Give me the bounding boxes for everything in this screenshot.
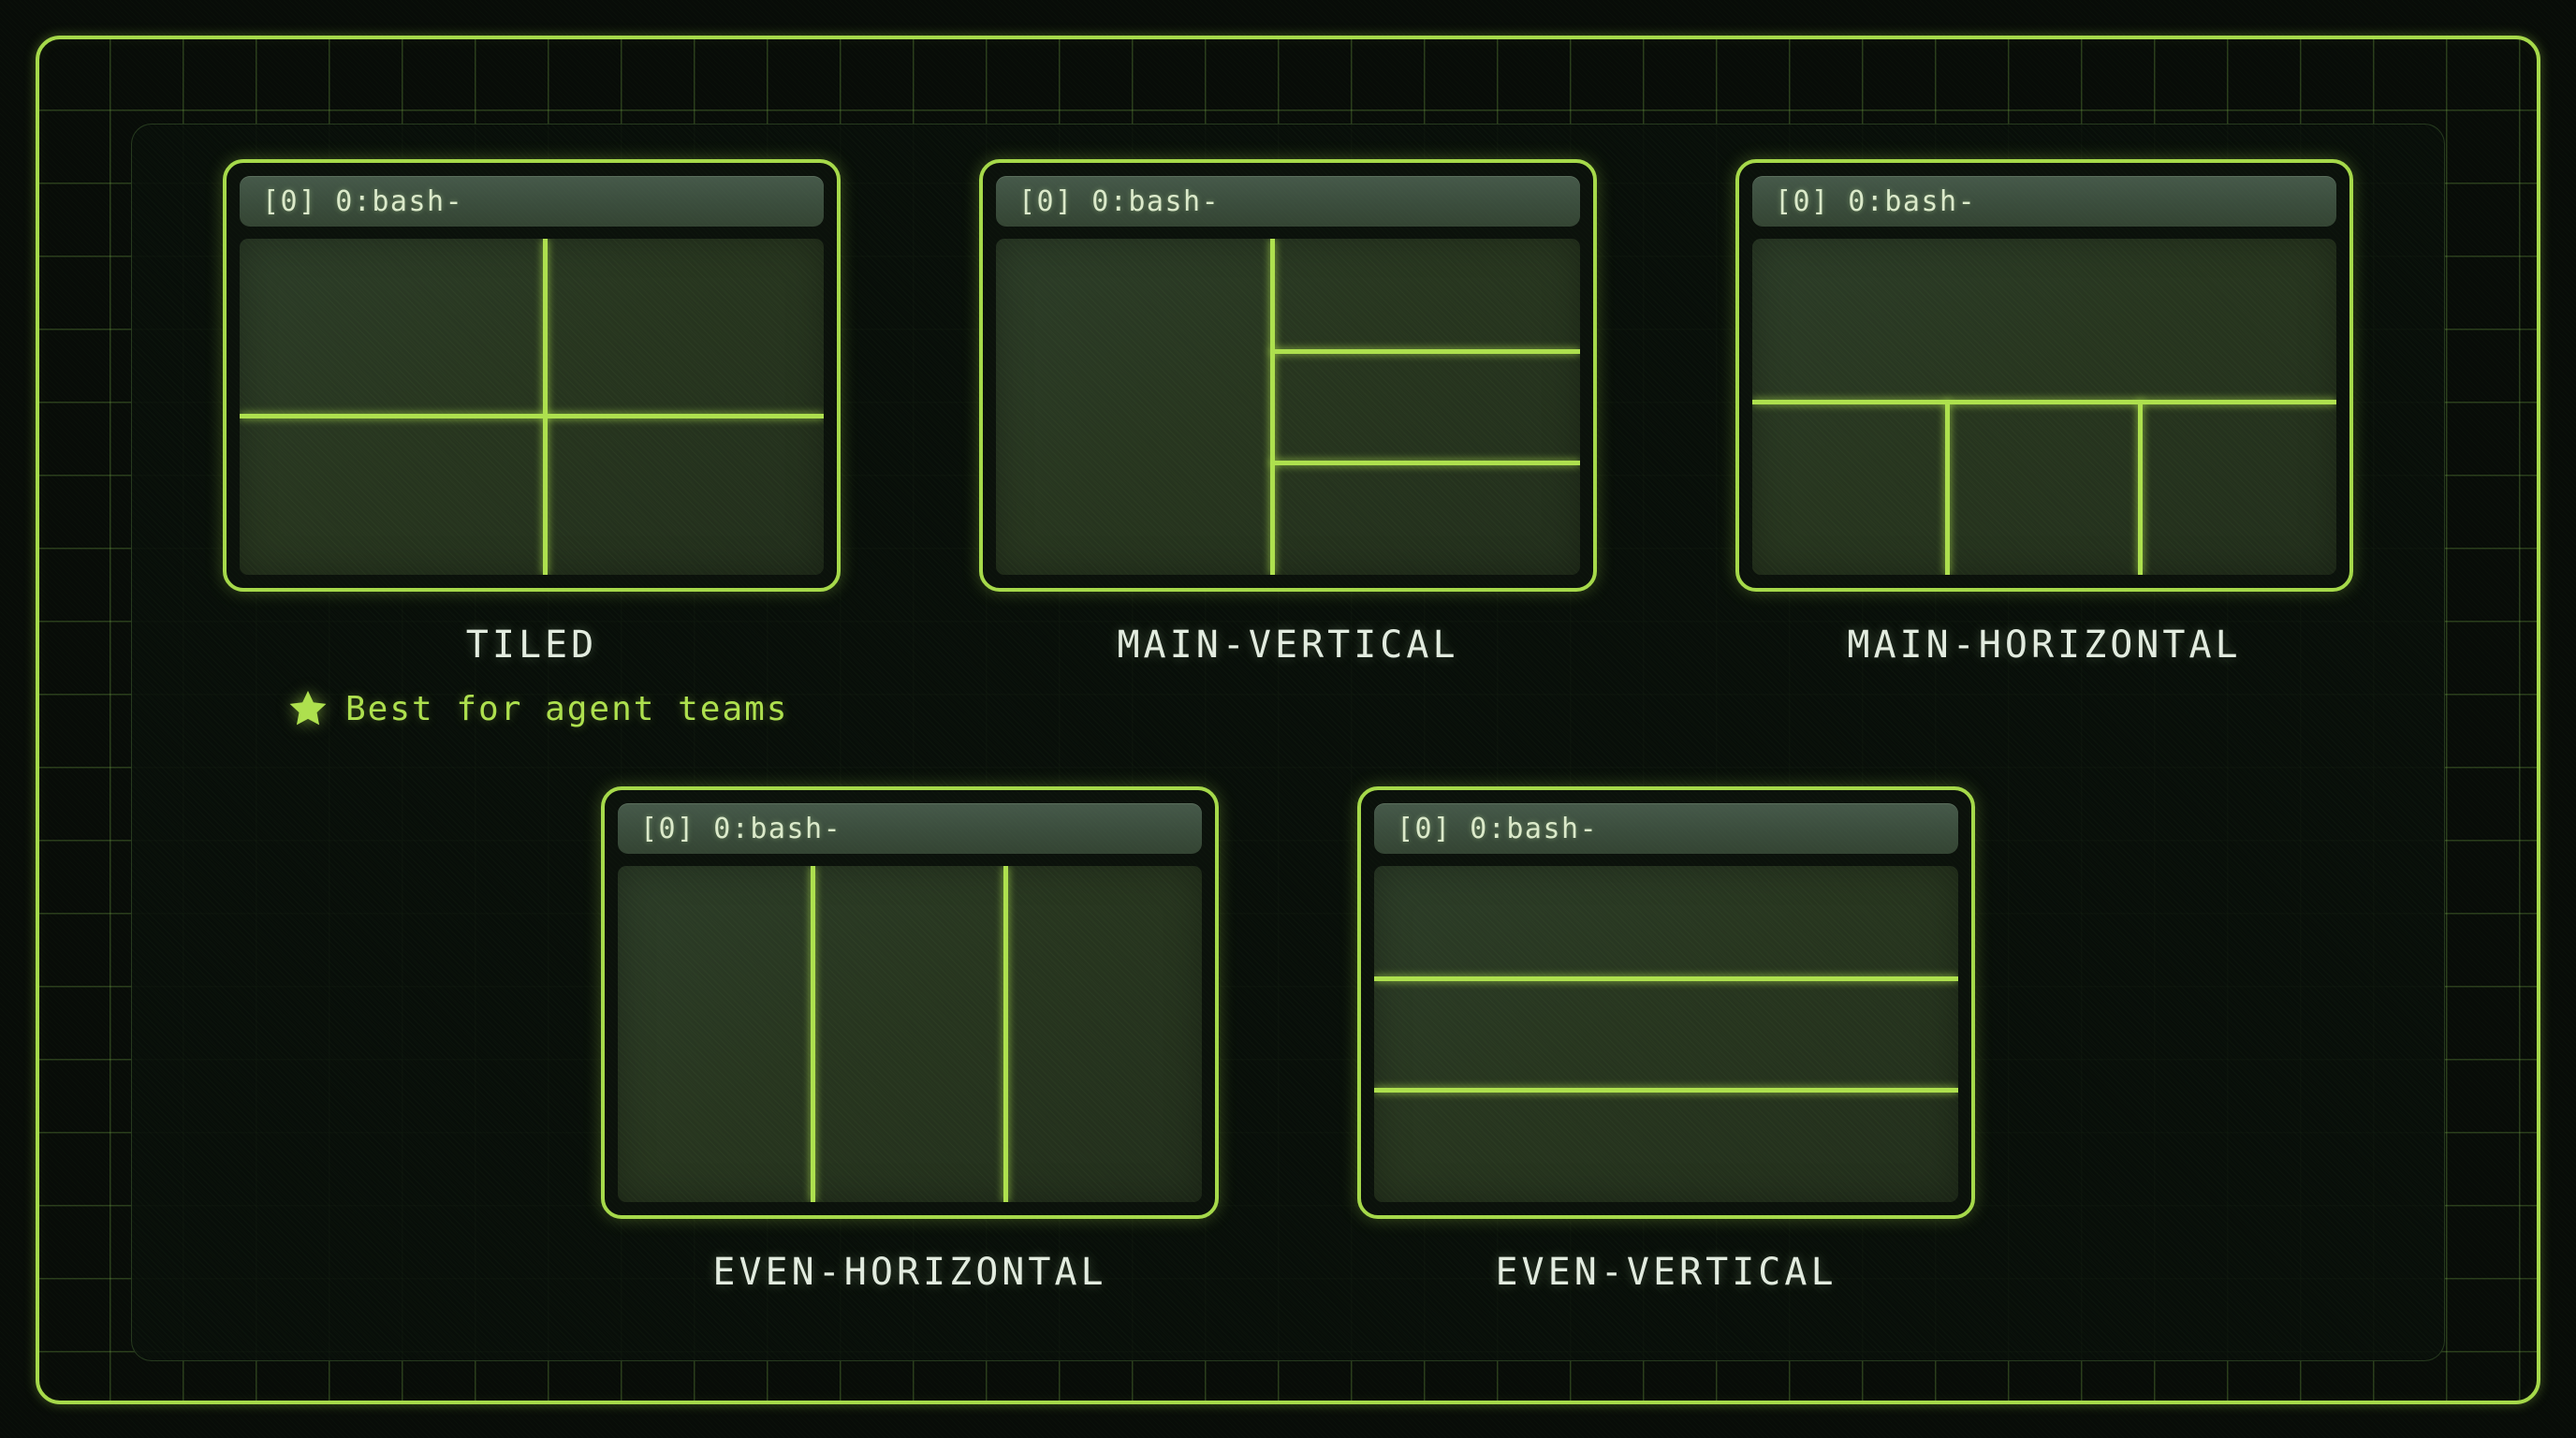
split-vertical[interactable]: [810, 866, 815, 1202]
layout-caption-main-vertical: MAIN-VERTICAL: [1117, 624, 1459, 667]
split-horizontal[interactable]: [1270, 349, 1580, 355]
split-vertical[interactable]: [543, 239, 549, 575]
pane-area-tiled[interactable]: [240, 239, 824, 575]
pane-area-even-horizontal[interactable]: [618, 866, 1202, 1202]
titlebar-main-horizontal: [0] 0:bash-: [1752, 176, 2336, 227]
layout-caption-even-vertical: EVEN-VERTICAL: [1495, 1251, 1837, 1294]
layout-card-tiled[interactable]: [0] 0:bash- TILED: [223, 159, 841, 667]
layout-row-top: [0] 0:bash- TILED [0] 0:bash-: [131, 159, 2445, 667]
layout-card-even-vertical[interactable]: [0] 0:bash- EVEN-VERTICAL: [1357, 786, 1975, 1294]
titlebar-text: [0] 0:bash-: [1775, 184, 1977, 218]
split-horizontal[interactable]: [1752, 400, 2336, 405]
terminal-window-tiled[interactable]: [0] 0:bash-: [223, 159, 841, 592]
titlebar-main-vertical: [0] 0:bash-: [996, 176, 1580, 227]
layout-caption-main-horizontal: MAIN-HORIZONTAL: [1847, 624, 2242, 667]
split-horizontal[interactable]: [240, 413, 824, 418]
split-horizontal[interactable]: [1374, 976, 1958, 982]
terminal-window-main-vertical[interactable]: [0] 0:bash-: [979, 159, 1597, 592]
pane-area-main-horizontal[interactable]: [1752, 239, 2336, 575]
layout-caption-even-horizontal: EVEN-HORIZONTAL: [712, 1251, 1107, 1294]
terminal-window-even-vertical[interactable]: [0] 0:bash-: [1357, 786, 1975, 1219]
terminal-window-even-horizontal[interactable]: [0] 0:bash-: [601, 786, 1219, 1219]
titlebar-even-horizontal: [0] 0:bash-: [618, 803, 1202, 854]
titlebar-tiled: [0] 0:bash-: [240, 176, 824, 227]
layout-card-main-horizontal[interactable]: [0] 0:bash- MAIN-HORIZONTAL: [1735, 159, 2353, 667]
terminal-window-main-horizontal[interactable]: [0] 0:bash-: [1735, 159, 2353, 592]
titlebar-text: [0] 0:bash-: [640, 812, 842, 845]
split-vertical[interactable]: [1270, 239, 1276, 575]
best-for-agent-teams-note: Best for agent teams: [287, 688, 788, 729]
split-vertical[interactable]: [1944, 400, 1950, 575]
layout-card-main-vertical[interactable]: [0] 0:bash- MAIN-VERTICAL: [979, 159, 1597, 667]
star-icon: [289, 690, 327, 726]
pane-area-main-vertical[interactable]: [996, 239, 1580, 575]
split-vertical[interactable]: [1003, 866, 1008, 1202]
outer-frame-border: [36, 36, 2540, 1404]
split-horizontal[interactable]: [1270, 460, 1580, 465]
titlebar-text: [0] 0:bash-: [262, 184, 464, 218]
titlebar-even-vertical: [0] 0:bash-: [1374, 803, 1958, 854]
layout-row-bottom: [0] 0:bash- EVEN-HORIZONTAL [0] 0:bash-: [131, 786, 2445, 1294]
layout-card-even-horizontal[interactable]: [0] 0:bash- EVEN-HORIZONTAL: [601, 786, 1219, 1294]
titlebar-text: [0] 0:bash-: [1018, 184, 1221, 218]
note-text: Best for agent teams: [345, 689, 789, 728]
pane-area-even-vertical[interactable]: [1374, 866, 1958, 1202]
layout-caption-tiled: TILED: [465, 624, 598, 667]
titlebar-text: [0] 0:bash-: [1397, 812, 1599, 845]
split-vertical[interactable]: [2137, 400, 2143, 575]
split-horizontal[interactable]: [1374, 1087, 1958, 1093]
